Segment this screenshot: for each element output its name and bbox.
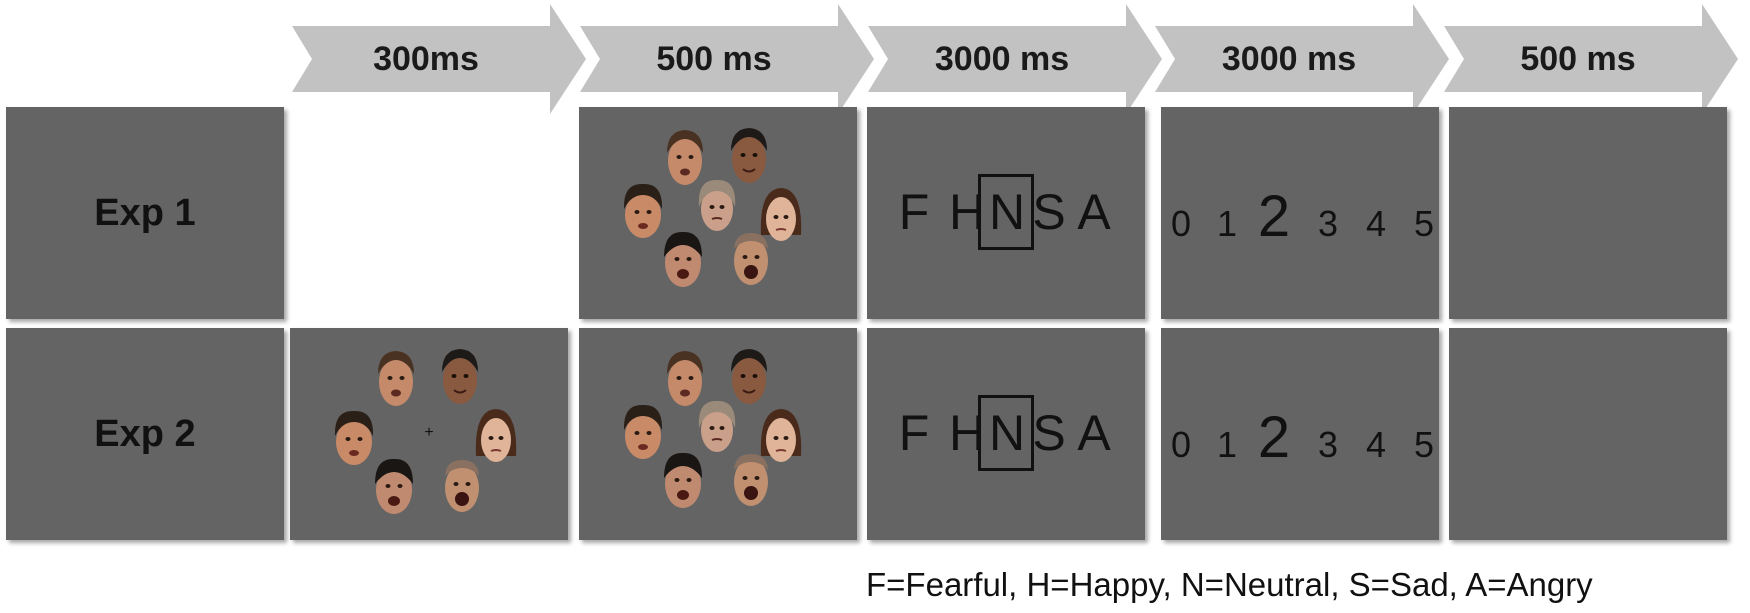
emotion-choice-panel: F H N S A (867, 328, 1145, 540)
legend-text: F=Fearful, H=Happy, N=Neutral, S=Sad, A=… (866, 566, 1593, 603)
duration-label: 3000 ms (1221, 39, 1357, 78)
timeline-arrow-1: 300ms (292, 4, 586, 114)
emotion-option: F (898, 405, 930, 461)
emotion-option: S (1032, 184, 1066, 240)
rating-option: 1 (1216, 424, 1238, 465)
face-array-panel (579, 107, 857, 319)
rating-option: 0 (1170, 424, 1192, 465)
duration-label: 500 ms (656, 39, 772, 78)
exp-label: Exp 1 (94, 191, 196, 234)
face-array-image (623, 348, 803, 508)
row-label-panel-exp1: Exp 1 (6, 107, 284, 319)
rating-option: 0 (1170, 203, 1192, 244)
rating-option: 5 (1413, 424, 1435, 465)
rating-option: 5 (1413, 203, 1435, 244)
blank-panel (290, 107, 568, 319)
face-ring-panel: + (290, 328, 568, 540)
rating-panel: 0 1 2 3 4 5 (1161, 328, 1439, 540)
row-label-panel-exp2: Exp 2 (6, 328, 284, 540)
timeline-arrow-5: 500 ms (1444, 4, 1738, 114)
duration-label: 3000 ms (934, 39, 1070, 78)
duration-label: 300ms (373, 39, 479, 78)
timeline-arrow-2: 500 ms (580, 4, 874, 114)
emotion-option: A (1077, 184, 1111, 240)
timeline-arrow-3: 3000 ms (868, 4, 1162, 114)
emotion-option: A (1077, 405, 1111, 461)
rating-option-selected: 2 (1257, 184, 1291, 249)
emotion-option: N (988, 184, 1026, 240)
rating-option: 1 (1216, 203, 1238, 244)
emotion-option: S (1032, 405, 1066, 461)
rating-option: 3 (1317, 424, 1339, 465)
timeline-arrow-4: 3000 ms (1155, 4, 1449, 114)
rating-option: 4 (1365, 203, 1387, 244)
emotion-option: F (898, 184, 930, 240)
rating-option-selected: 2 (1257, 405, 1291, 470)
selection-box (978, 174, 1034, 250)
rating-panel: 0 1 2 3 4 5 (1161, 107, 1439, 319)
blank-gray-panel (1449, 107, 1727, 319)
emotion-choice-panel: F H N S A (867, 107, 1145, 319)
face-array-image (623, 127, 803, 287)
rating-option: 3 (1317, 203, 1339, 244)
exp-label: Exp 2 (94, 412, 196, 455)
rating-option: 4 (1365, 424, 1387, 465)
duration-label: 500 ms (1520, 39, 1636, 78)
blank-gray-panel (1449, 328, 1727, 540)
emotion-option: N (988, 405, 1026, 461)
selection-box (978, 395, 1034, 471)
fixation-cross: + (424, 424, 434, 441)
face-array-panel (579, 328, 857, 540)
